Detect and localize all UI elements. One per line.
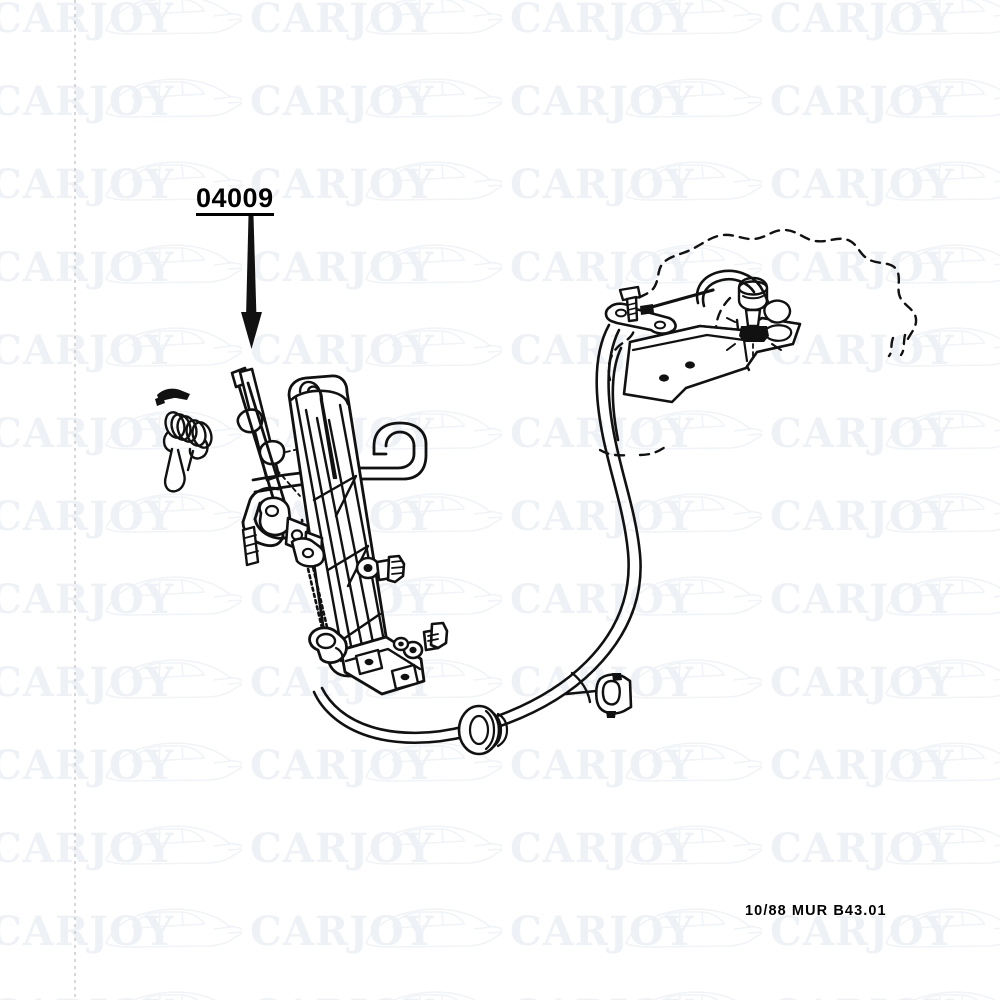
- footer-drawing-code: 10/88 MUR B43.01: [745, 903, 887, 919]
- part-group-label: 04009: [196, 184, 274, 217]
